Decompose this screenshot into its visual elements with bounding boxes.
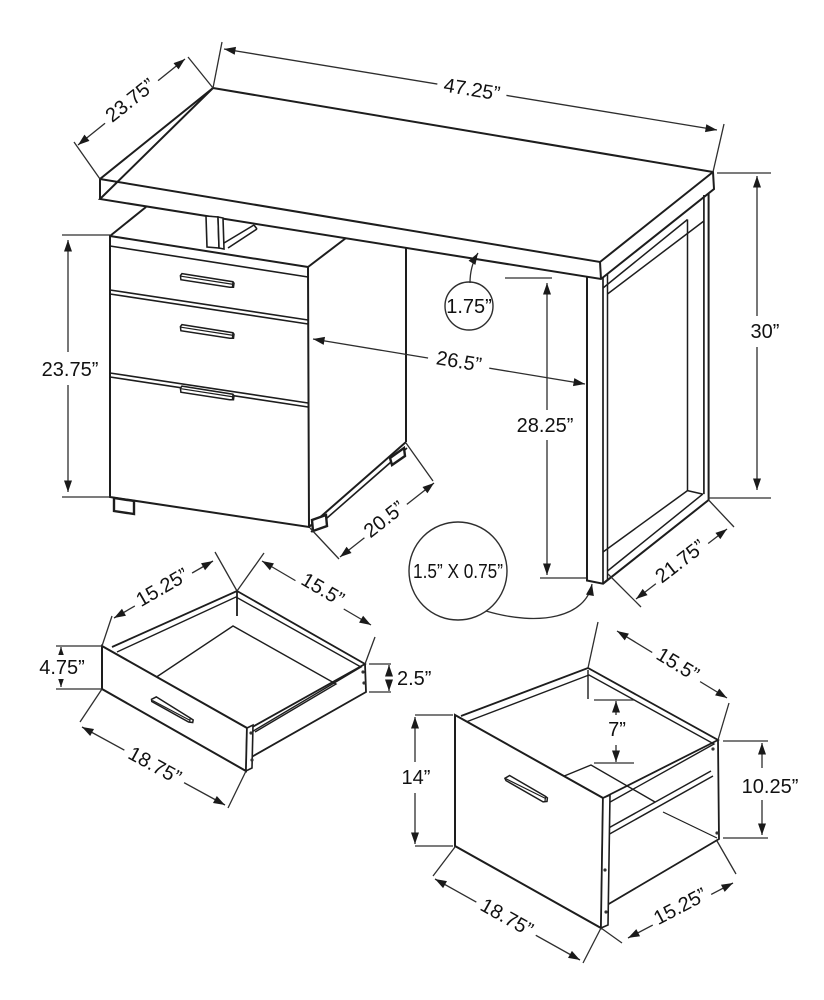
svg-text:1.5” X 0.75”: 1.5” X 0.75” — [413, 561, 503, 583]
svg-text:2.5”: 2.5” — [397, 668, 431, 690]
svg-text:4.75”: 4.75” — [39, 657, 85, 679]
svg-text:15.5”: 15.5” — [652, 644, 702, 686]
svg-text:30”: 30” — [751, 321, 780, 343]
svg-text:21.75”: 21.75” — [651, 536, 709, 588]
svg-text:1.75”: 1.75” — [446, 296, 492, 318]
svg-text:47.25”: 47.25” — [442, 75, 502, 106]
svg-text:23.75”: 23.75” — [102, 75, 160, 127]
svg-text:23.75”: 23.75” — [42, 359, 99, 381]
svg-text:18.75”: 18.75” — [476, 894, 536, 941]
svg-text:18.75”: 18.75” — [124, 743, 184, 789]
svg-text:7”: 7” — [608, 719, 626, 741]
svg-text:14”: 14” — [402, 767, 431, 789]
svg-text:15.25”: 15.25” — [650, 884, 710, 930]
svg-text:26.5”: 26.5” — [435, 347, 484, 376]
svg-text:10.25”: 10.25” — [742, 776, 799, 798]
svg-text:15.5”: 15.5” — [297, 569, 347, 611]
svg-text:15.25”: 15.25” — [132, 564, 192, 611]
svg-text:28.25”: 28.25” — [517, 415, 574, 437]
